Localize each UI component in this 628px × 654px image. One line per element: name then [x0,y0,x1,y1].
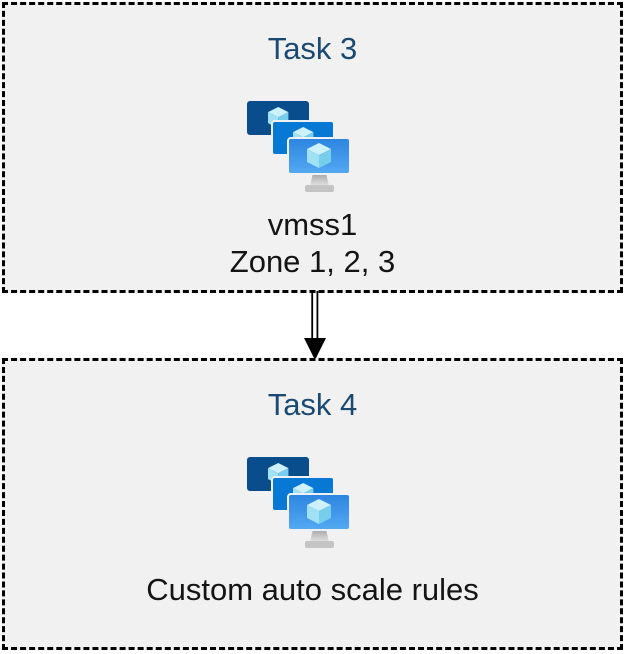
vmss-name-label: vmss1 [267,207,358,242]
task-3-title: Task 3 [267,31,358,66]
task-4-title: Task 4 [267,387,358,422]
connector-arrow-icon [299,291,331,360]
vmss-icon [246,101,351,193]
zones-label: Zone 1, 2, 3 [229,244,396,279]
task-3-box: Task 3 [2,2,623,293]
autoscale-caption-label: Custom auto scale rules [146,572,479,607]
vmss-icon [246,457,351,549]
task-4-box: Task 4 [2,358,623,650]
